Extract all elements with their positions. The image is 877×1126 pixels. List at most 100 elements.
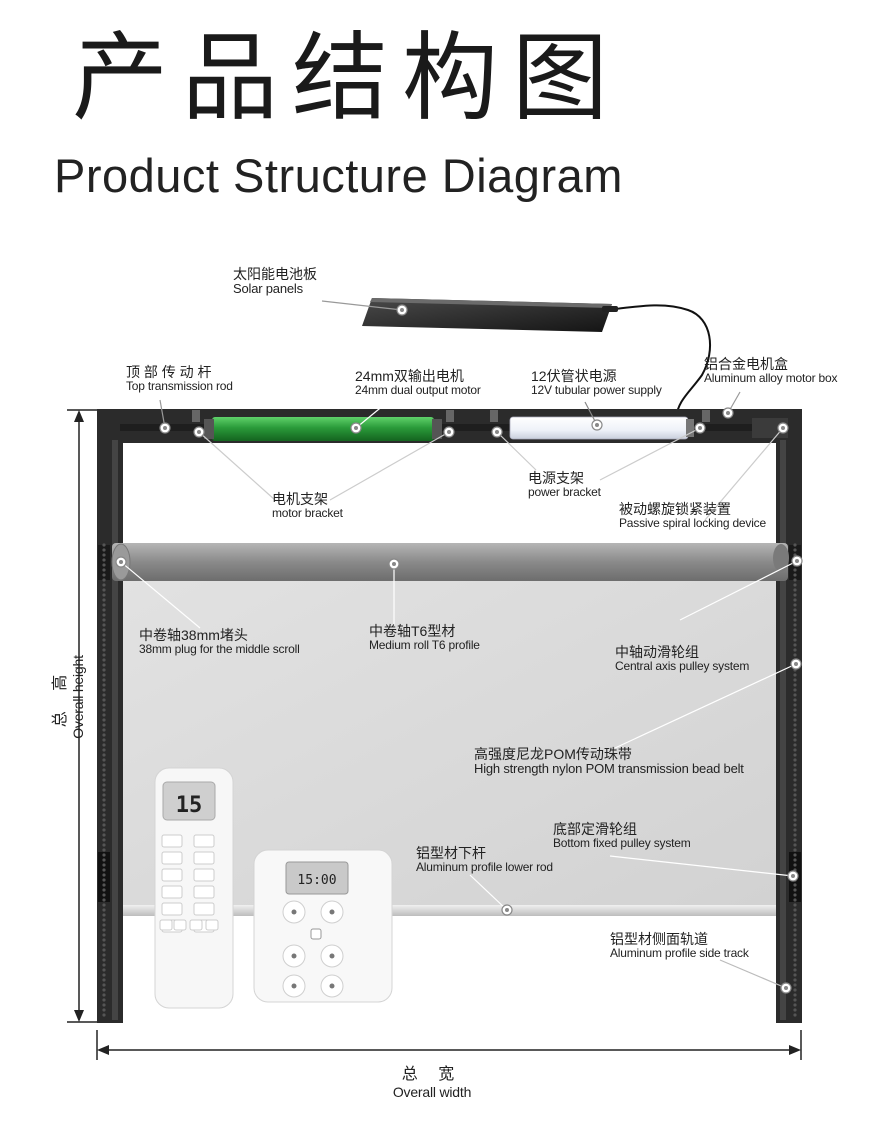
bead xyxy=(793,638,797,642)
bead xyxy=(793,793,797,797)
bead xyxy=(102,838,106,842)
bead xyxy=(793,778,797,782)
bead xyxy=(102,963,106,967)
remote-button xyxy=(161,834,183,848)
bead xyxy=(102,743,106,747)
bead xyxy=(102,748,106,752)
bead xyxy=(793,728,797,732)
bead xyxy=(793,643,797,647)
bead xyxy=(793,923,797,927)
bead xyxy=(102,778,106,782)
bead xyxy=(793,883,797,887)
bead xyxy=(102,798,106,802)
bead xyxy=(102,608,106,612)
bead xyxy=(793,598,797,602)
remote-button xyxy=(189,919,203,931)
bead xyxy=(793,673,797,677)
bead xyxy=(793,633,797,637)
bead xyxy=(102,718,106,722)
bead xyxy=(102,953,106,957)
bead xyxy=(793,758,797,762)
bead xyxy=(793,628,797,632)
bead xyxy=(793,823,797,827)
bead xyxy=(793,713,797,717)
bead xyxy=(102,618,106,622)
bead xyxy=(102,803,106,807)
bead xyxy=(793,843,797,847)
bead xyxy=(102,708,106,712)
bead xyxy=(793,683,797,687)
pointer-dot-center xyxy=(163,426,167,430)
bead xyxy=(102,598,106,602)
remote-button xyxy=(159,919,173,931)
bead xyxy=(793,943,797,947)
bead xyxy=(102,978,106,982)
bead xyxy=(102,593,106,597)
bead xyxy=(793,993,797,997)
bead xyxy=(102,728,106,732)
bead xyxy=(102,908,106,912)
bead xyxy=(102,878,106,882)
bead xyxy=(102,848,106,852)
pointer-dot-center xyxy=(505,908,509,912)
lower-rod xyxy=(123,905,776,916)
bead xyxy=(793,898,797,902)
bead xyxy=(793,858,797,862)
pointer-dots xyxy=(115,304,803,994)
bead xyxy=(793,998,797,1002)
wall-panel-remote xyxy=(253,849,393,1003)
bead xyxy=(793,938,797,942)
bead xyxy=(102,698,106,702)
bead xyxy=(793,788,797,792)
bead xyxy=(793,548,797,552)
bead xyxy=(102,578,106,582)
wall-panel-button-mark xyxy=(329,953,335,959)
bead xyxy=(102,968,106,972)
bead xyxy=(793,828,797,832)
bead xyxy=(793,768,797,772)
pointer-dot-center xyxy=(795,559,799,563)
bead xyxy=(793,978,797,982)
bead xyxy=(102,583,106,587)
remote-display-text: 15 xyxy=(176,793,203,818)
bead xyxy=(102,613,106,617)
wall-panel-display-text: 15:00 xyxy=(297,873,336,888)
wall-panel-button xyxy=(310,928,322,940)
bead xyxy=(102,958,106,962)
bead xyxy=(102,1008,106,1012)
remote-button xyxy=(193,851,215,865)
wall-panel-button-mark xyxy=(329,909,335,915)
bead xyxy=(793,908,797,912)
bead xyxy=(102,683,106,687)
bead xyxy=(793,963,797,967)
bead xyxy=(102,623,106,627)
bead xyxy=(102,663,106,667)
bead xyxy=(793,688,797,692)
leader-lines xyxy=(120,300,798,989)
bead xyxy=(102,893,106,897)
remote-button xyxy=(193,902,215,916)
bead xyxy=(102,863,106,867)
bead xyxy=(102,913,106,917)
bead xyxy=(793,968,797,972)
bead xyxy=(793,748,797,752)
bead xyxy=(793,623,797,627)
bead xyxy=(793,888,797,892)
pointer-dot-center xyxy=(781,426,785,430)
bead xyxy=(102,928,106,932)
bead xyxy=(793,763,797,767)
bead xyxy=(102,768,106,772)
remote-button xyxy=(173,919,187,931)
bead xyxy=(102,853,106,857)
bead xyxy=(102,603,106,607)
bead xyxy=(793,733,797,737)
pointer-dot-center xyxy=(197,430,201,434)
bead xyxy=(793,918,797,922)
